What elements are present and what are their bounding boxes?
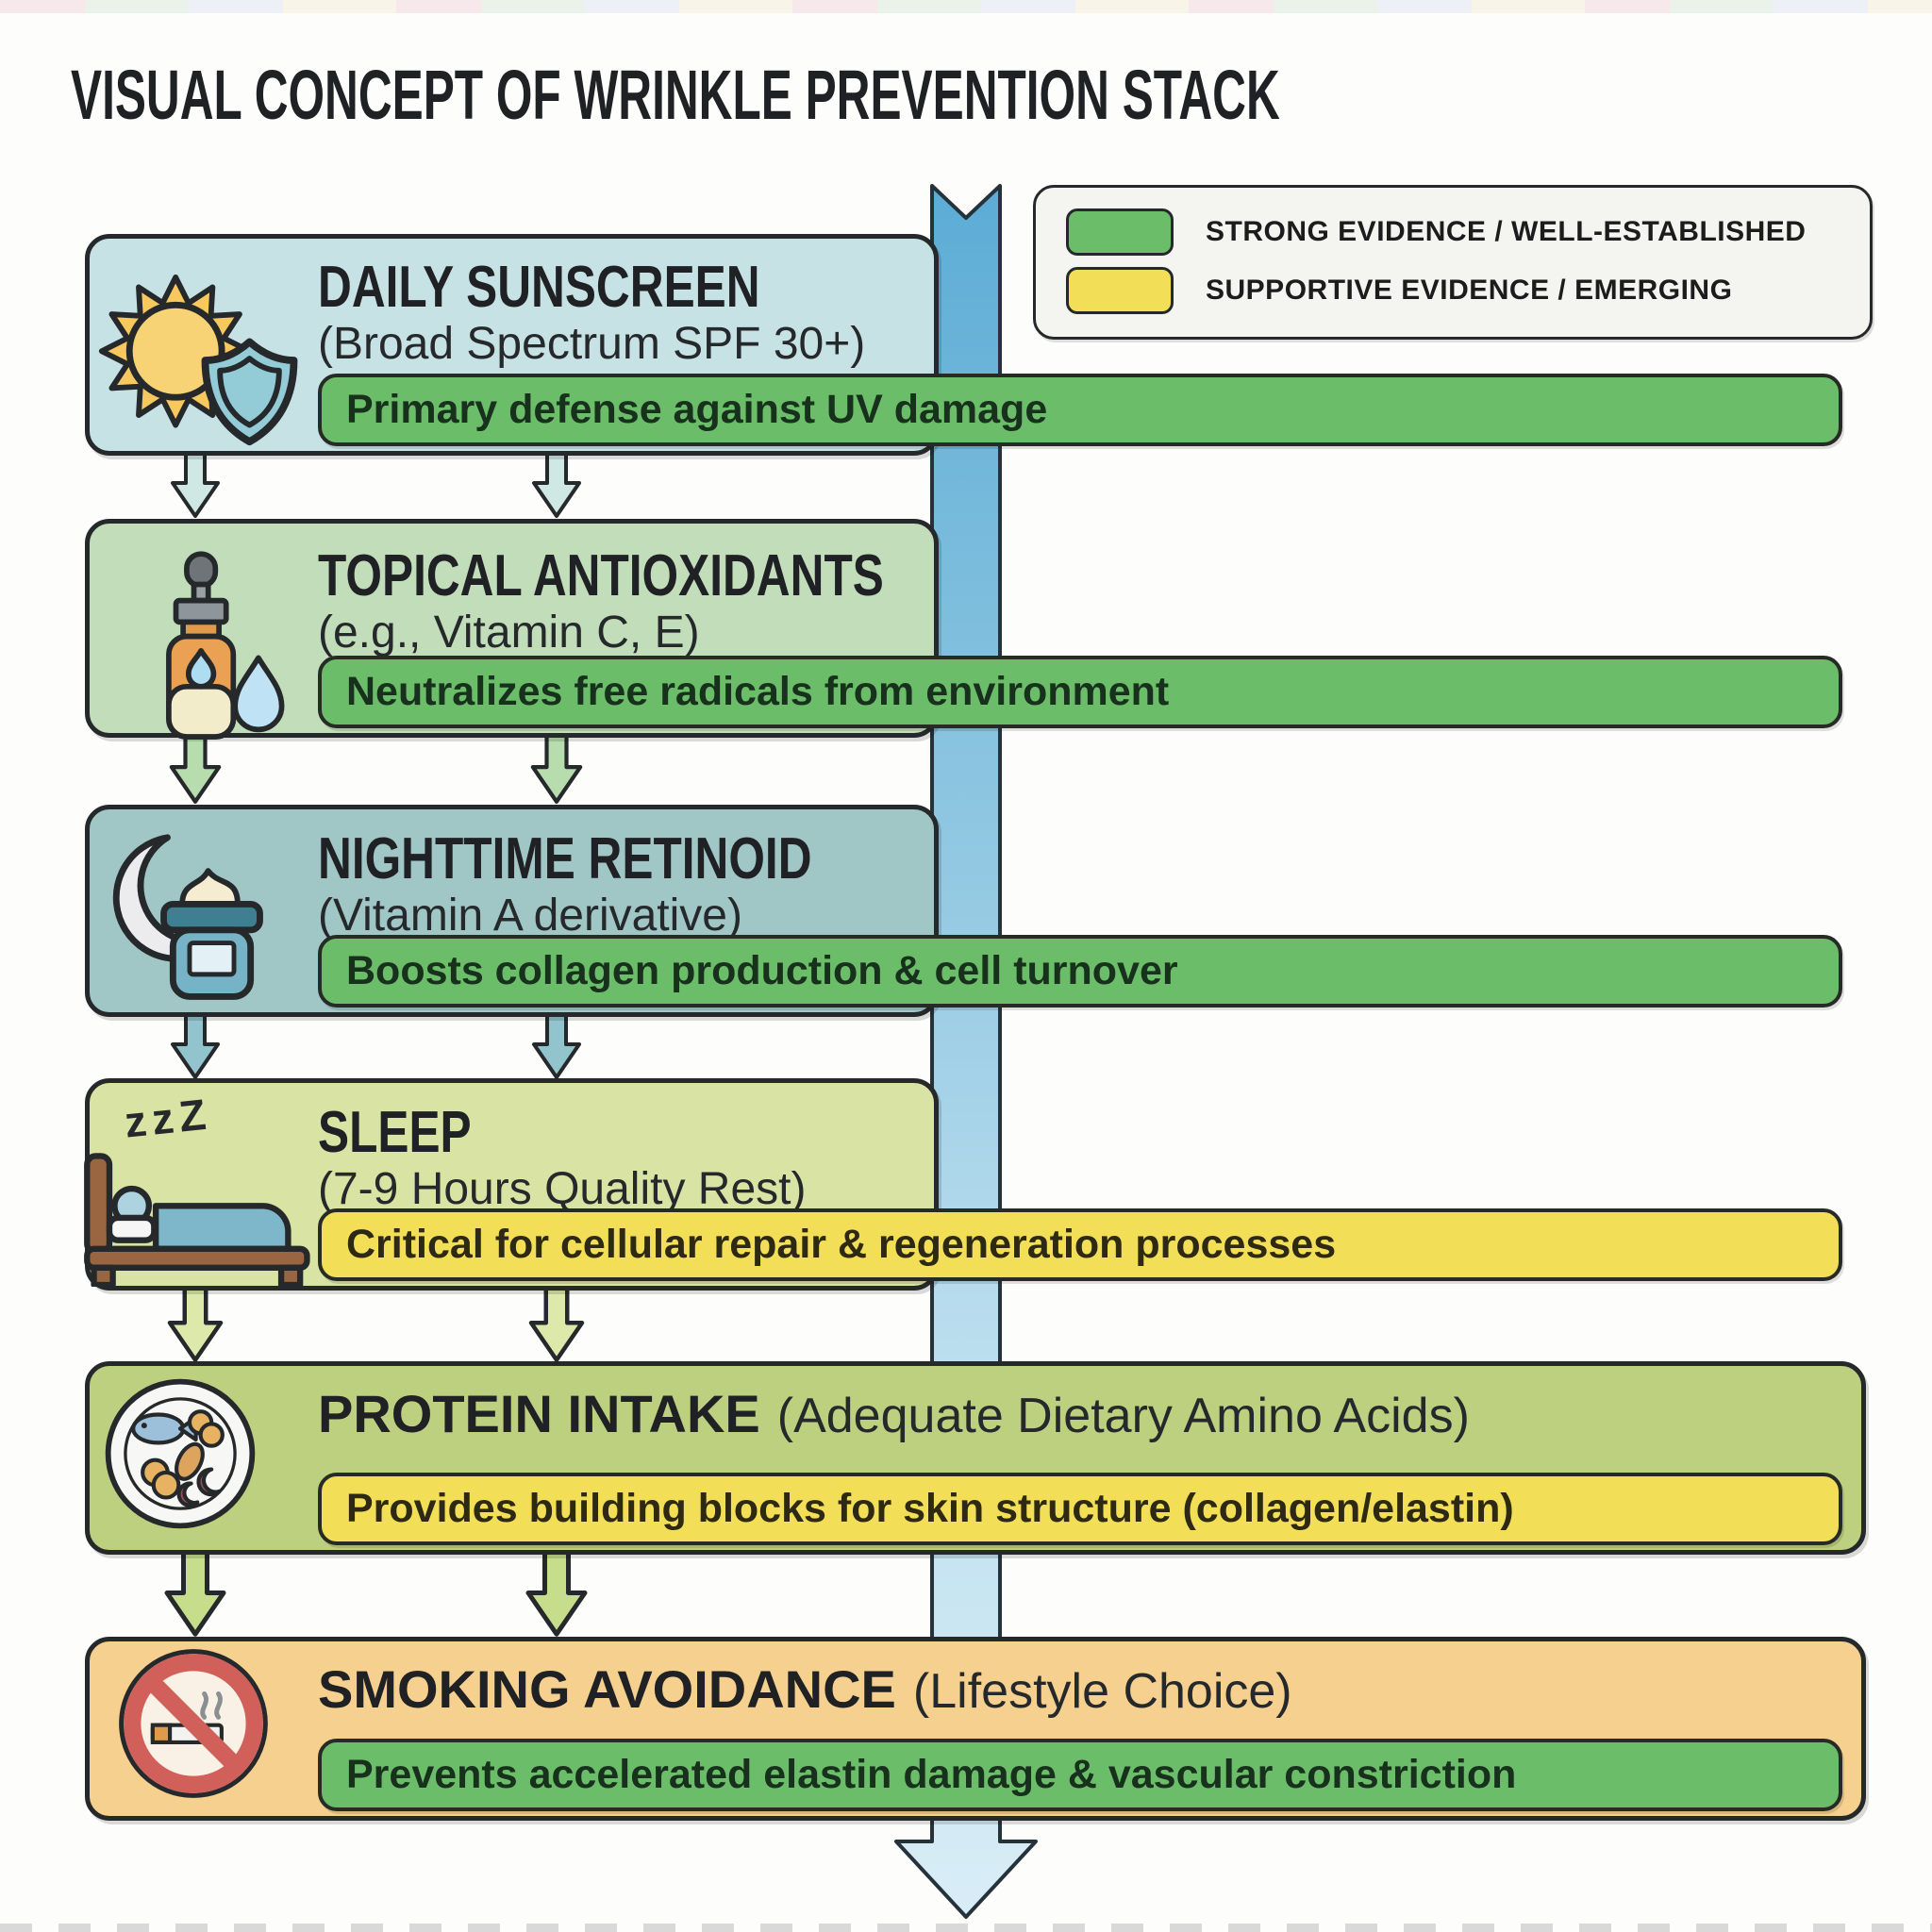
step-subtitle: (Vitamin A derivative)	[318, 891, 742, 941]
bottom-edge-artifact	[0, 1924, 1932, 1932]
sleep-bed-icon	[84, 1153, 310, 1287]
step-title-row: PROTEIN INTAKE (Adequate Dietary Amino A…	[318, 1383, 1470, 1444]
step-title: SLEEP	[318, 1100, 472, 1165]
evidence-bar: Boosts collagen production & cell turnov…	[318, 935, 1842, 1008]
step-subtitle: (e.g., Vitamin C, E)	[318, 608, 700, 658]
evidence-bar: Neutralizes free radicals from environme…	[318, 656, 1842, 728]
step-title: PROTEIN INTAKE	[318, 1384, 760, 1443]
down-arrow-icon	[525, 1543, 588, 1637]
evidence-bar: Primary defense against UV damage	[318, 374, 1842, 446]
step-subtitle: (Broad Spectrum SPF 30+)	[318, 319, 866, 369]
legend-label: SUPPORTIVE EVIDENCE / EMERGING	[1206, 275, 1733, 306]
sun-shield-icon	[98, 274, 298, 446]
top-edge-artifact	[0, 0, 1932, 13]
evidence-bar: Provides building blocks for skin struct…	[318, 1473, 1842, 1545]
down-arrow-icon	[167, 1278, 224, 1362]
step-subtitle: (7-9 Hours Quality Rest)	[318, 1164, 807, 1214]
step-title: NIGHTTIME RETINOID	[318, 826, 812, 891]
evidence-bar: Critical for cellular repair & regenerat…	[318, 1208, 1842, 1281]
legend-item-strong: STRONG EVIDENCE / WELL-ESTABLISHED	[1066, 208, 1807, 256]
step-subtitle: (Lifestyle Choice)	[912, 1664, 1292, 1719]
down-arrow-icon	[528, 1278, 585, 1362]
step-title: SMOKING AVOIDANCE	[318, 1659, 896, 1719]
no-smoking-icon	[119, 1649, 268, 1798]
step-title-row: SMOKING AVOIDANCE (Lifestyle Choice)	[318, 1658, 1292, 1720]
moon-cream-jar-icon	[112, 834, 263, 1000]
step-title: TOPICAL ANTIOXIDANTS	[318, 543, 884, 608]
strong-evidence-swatch	[1066, 208, 1174, 256]
legend-label: STRONG EVIDENCE / WELL-ESTABLISHED	[1206, 216, 1807, 247]
dropper-bottle-icon	[166, 551, 285, 740]
down-arrow-icon	[164, 1543, 226, 1637]
zzz-sleep-icon: zzZ	[122, 1089, 214, 1147]
supportive-evidence-swatch	[1066, 267, 1174, 314]
legend-item-supportive: SUPPORTIVE EVIDENCE / EMERGING	[1066, 267, 1733, 314]
legend: STRONG EVIDENCE / WELL-ESTABLISHED SUPPO…	[1033, 185, 1873, 340]
step-title: DAILY SUNSCREEN	[318, 255, 760, 320]
evidence-bar: Prevents accelerated elastin damage & va…	[318, 1739, 1842, 1811]
protein-plate-icon	[105, 1378, 256, 1529]
step-subtitle: (Adequate Dietary Amino Acids)	[776, 1389, 1470, 1443]
page-title: VISUAL CONCEPT OF WRINKLE PREVENTION STA…	[71, 56, 1280, 134]
